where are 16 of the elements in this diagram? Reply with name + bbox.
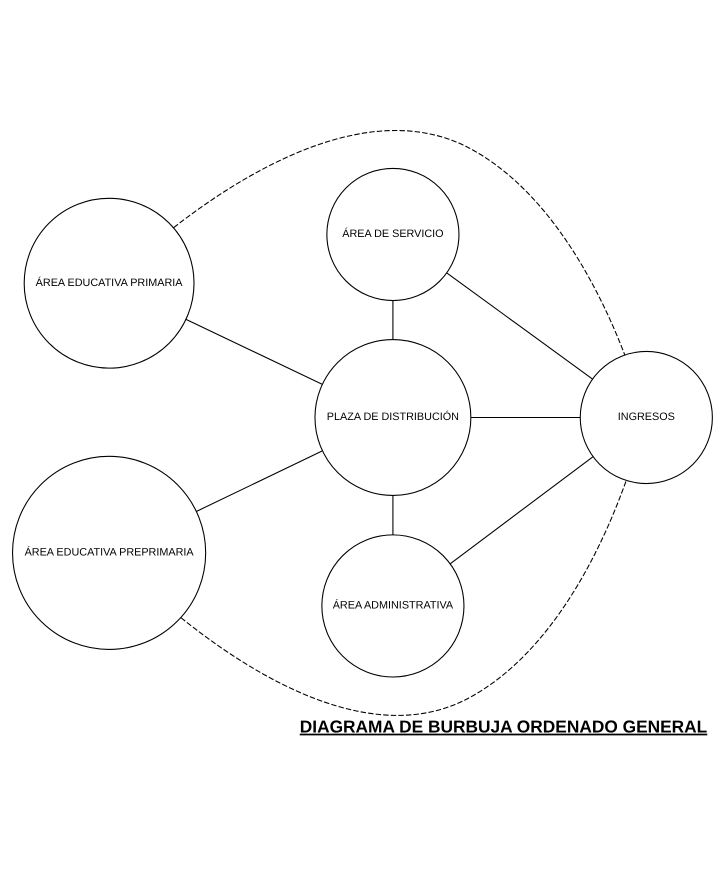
diagram-title: DIAGRAMA DE BURBUJA ORDENADO GENERAL: [300, 716, 708, 737]
node-circle: PLAZA DE DISTRIBUCIÓN: [314, 339, 472, 496]
connector: [392, 496, 394, 535]
node-circle: INGRESOS: [580, 350, 713, 484]
connector: [392, 300, 394, 340]
node-circle: ÁREA EDUCATIVA PRIMARIA: [24, 198, 195, 369]
connector: [450, 456, 594, 564]
connector: [196, 450, 322, 512]
node-circle: ÁREA DE SERVICIO: [326, 168, 460, 302]
connector: [446, 272, 593, 380]
connector: [173, 130, 626, 356]
connector: [180, 480, 627, 716]
connector: [186, 318, 322, 385]
connector: [471, 416, 580, 418]
node-circle: ÁREA EDUCATIVA PREPRIMARIA: [12, 456, 206, 650]
node-circle: ÁREA ADMINISTRATIVA: [321, 534, 465, 678]
